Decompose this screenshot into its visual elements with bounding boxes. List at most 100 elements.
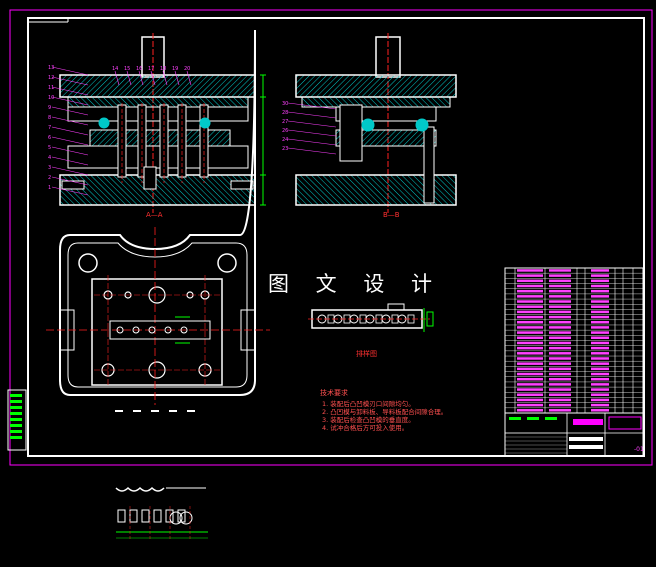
- callout-leader: [51, 186, 89, 196]
- detail-block: [117, 509, 126, 523]
- side-guide: [423, 126, 435, 204]
- detail-block: [129, 509, 138, 523]
- parts-std-mark: [549, 362, 571, 365]
- title-green-mark: [545, 417, 557, 420]
- side-strip-mark: [10, 424, 22, 427]
- parts-mat-mark: [591, 310, 609, 314]
- parts-name-mark: [517, 310, 543, 314]
- detail-block: [165, 509, 174, 523]
- callout-leader: [287, 147, 337, 155]
- callout-leader: [51, 156, 89, 166]
- parts-std-mark: [549, 336, 571, 340]
- callout-number-19: 19: [172, 66, 178, 72]
- parts-name-mark: [517, 284, 543, 288]
- callout-leader: [138, 70, 144, 86]
- callout-leader: [150, 70, 156, 86]
- guide-bush-tr: [217, 253, 237, 273]
- parts-name-mark: [517, 326, 543, 329]
- parts-name-mark: [517, 383, 543, 386]
- parts-name-mark: [517, 274, 543, 277]
- tech-requirement-3: 3. 装配后检查凸凹模的垂直度。: [322, 416, 415, 424]
- tech-requirement-1: 1. 装配后凸凹模刃口间隙均匀。: [322, 400, 415, 408]
- callout-leader: [51, 126, 89, 136]
- parts-mat-mark: [591, 300, 609, 303]
- plan-hole: [148, 286, 166, 304]
- callout-leader: [51, 96, 89, 106]
- parts-mat-mark: [591, 341, 609, 345]
- parts-std-mark: [549, 289, 571, 293]
- parts-mat-mark: [591, 336, 609, 340]
- parts-mat-mark: [591, 357, 609, 360]
- title-green-mark: [509, 417, 521, 420]
- callout-number-20: 20: [184, 66, 190, 72]
- parts-std-mark: [549, 310, 571, 314]
- guide-bush-tl: [78, 253, 98, 273]
- tech-requirements-title: 技术要求: [320, 389, 348, 397]
- callout-number-5: 5: [48, 145, 51, 151]
- parts-mat-mark: [591, 331, 609, 334]
- parts-name-mark: [517, 300, 543, 303]
- upper-die-base: [59, 74, 256, 98]
- detail-circle: [179, 511, 193, 525]
- parts-std-mark: [549, 295, 571, 298]
- callout-leader: [51, 86, 89, 96]
- callout-leader: [287, 138, 337, 146]
- callout-number-30: 30: [282, 101, 288, 107]
- callout-leader: [51, 66, 89, 76]
- parts-name-mark: [517, 279, 543, 283]
- parts-mat-mark: [591, 315, 609, 319]
- parts-mat-mark: [591, 279, 609, 283]
- parts-mat-mark: [591, 284, 609, 288]
- parts-std-mark: [549, 279, 571, 283]
- spring-left: [98, 117, 110, 129]
- drawing-frame: [27, 17, 645, 457]
- parts-name-mark: [517, 393, 543, 396]
- parts-name-mark: [517, 398, 543, 402]
- watermark-text: 图 文 设 计: [268, 272, 443, 296]
- parts-std-mark: [549, 377, 571, 381]
- stripper-plate: [67, 106, 249, 122]
- parts-mat-mark: [591, 383, 609, 386]
- callout-leader: [287, 120, 337, 128]
- parts-mat-mark: [591, 388, 609, 391]
- parts-mat-mark: [591, 305, 609, 308]
- plan-strip-hole: [148, 326, 156, 334]
- plan-strip-hole: [116, 326, 124, 334]
- side-strip-mark: [10, 430, 22, 433]
- parts-std-mark: [549, 383, 571, 386]
- title-green-mark: [527, 417, 539, 420]
- parts-name-mark: [517, 346, 543, 350]
- parts-std-mark: [549, 352, 571, 355]
- callout-number-10: 10: [48, 95, 54, 101]
- callout-leader: [162, 70, 168, 86]
- base-slot-left: [61, 180, 85, 190]
- parts-std-mark: [549, 346, 571, 350]
- callout-number-6: 6: [48, 135, 51, 141]
- callout-leader: [174, 70, 180, 86]
- parts-mat-mark: [591, 362, 609, 365]
- plan-hole: [148, 361, 166, 379]
- slug-hole: [143, 166, 157, 190]
- callout-leader: [114, 70, 120, 86]
- parts-name-mark: [517, 320, 543, 324]
- callout-number-17: 17: [148, 66, 154, 72]
- callout-number-3: 3: [48, 165, 51, 171]
- plan-strip-hole: [132, 326, 140, 334]
- base-slot-right: [230, 180, 254, 190]
- parts-std-mark: [549, 269, 571, 272]
- detail-wave: [115, 486, 165, 492]
- parts-name-mark: [517, 362, 543, 365]
- parts-mat-mark: [591, 403, 609, 407]
- callout-number-9: 9: [48, 105, 51, 111]
- callout-leader: [51, 146, 89, 156]
- parts-std-mark: [549, 398, 571, 402]
- plan-strip-hole: [164, 326, 172, 334]
- plan-outline: [59, 29, 256, 396]
- parts-mat-mark: [591, 393, 609, 396]
- parts-name-mark: [517, 409, 543, 412]
- parts-std-mark: [549, 305, 571, 308]
- title-info: [569, 445, 603, 449]
- callout-number-12: 12: [48, 75, 54, 81]
- callout-number-15: 15: [124, 66, 130, 72]
